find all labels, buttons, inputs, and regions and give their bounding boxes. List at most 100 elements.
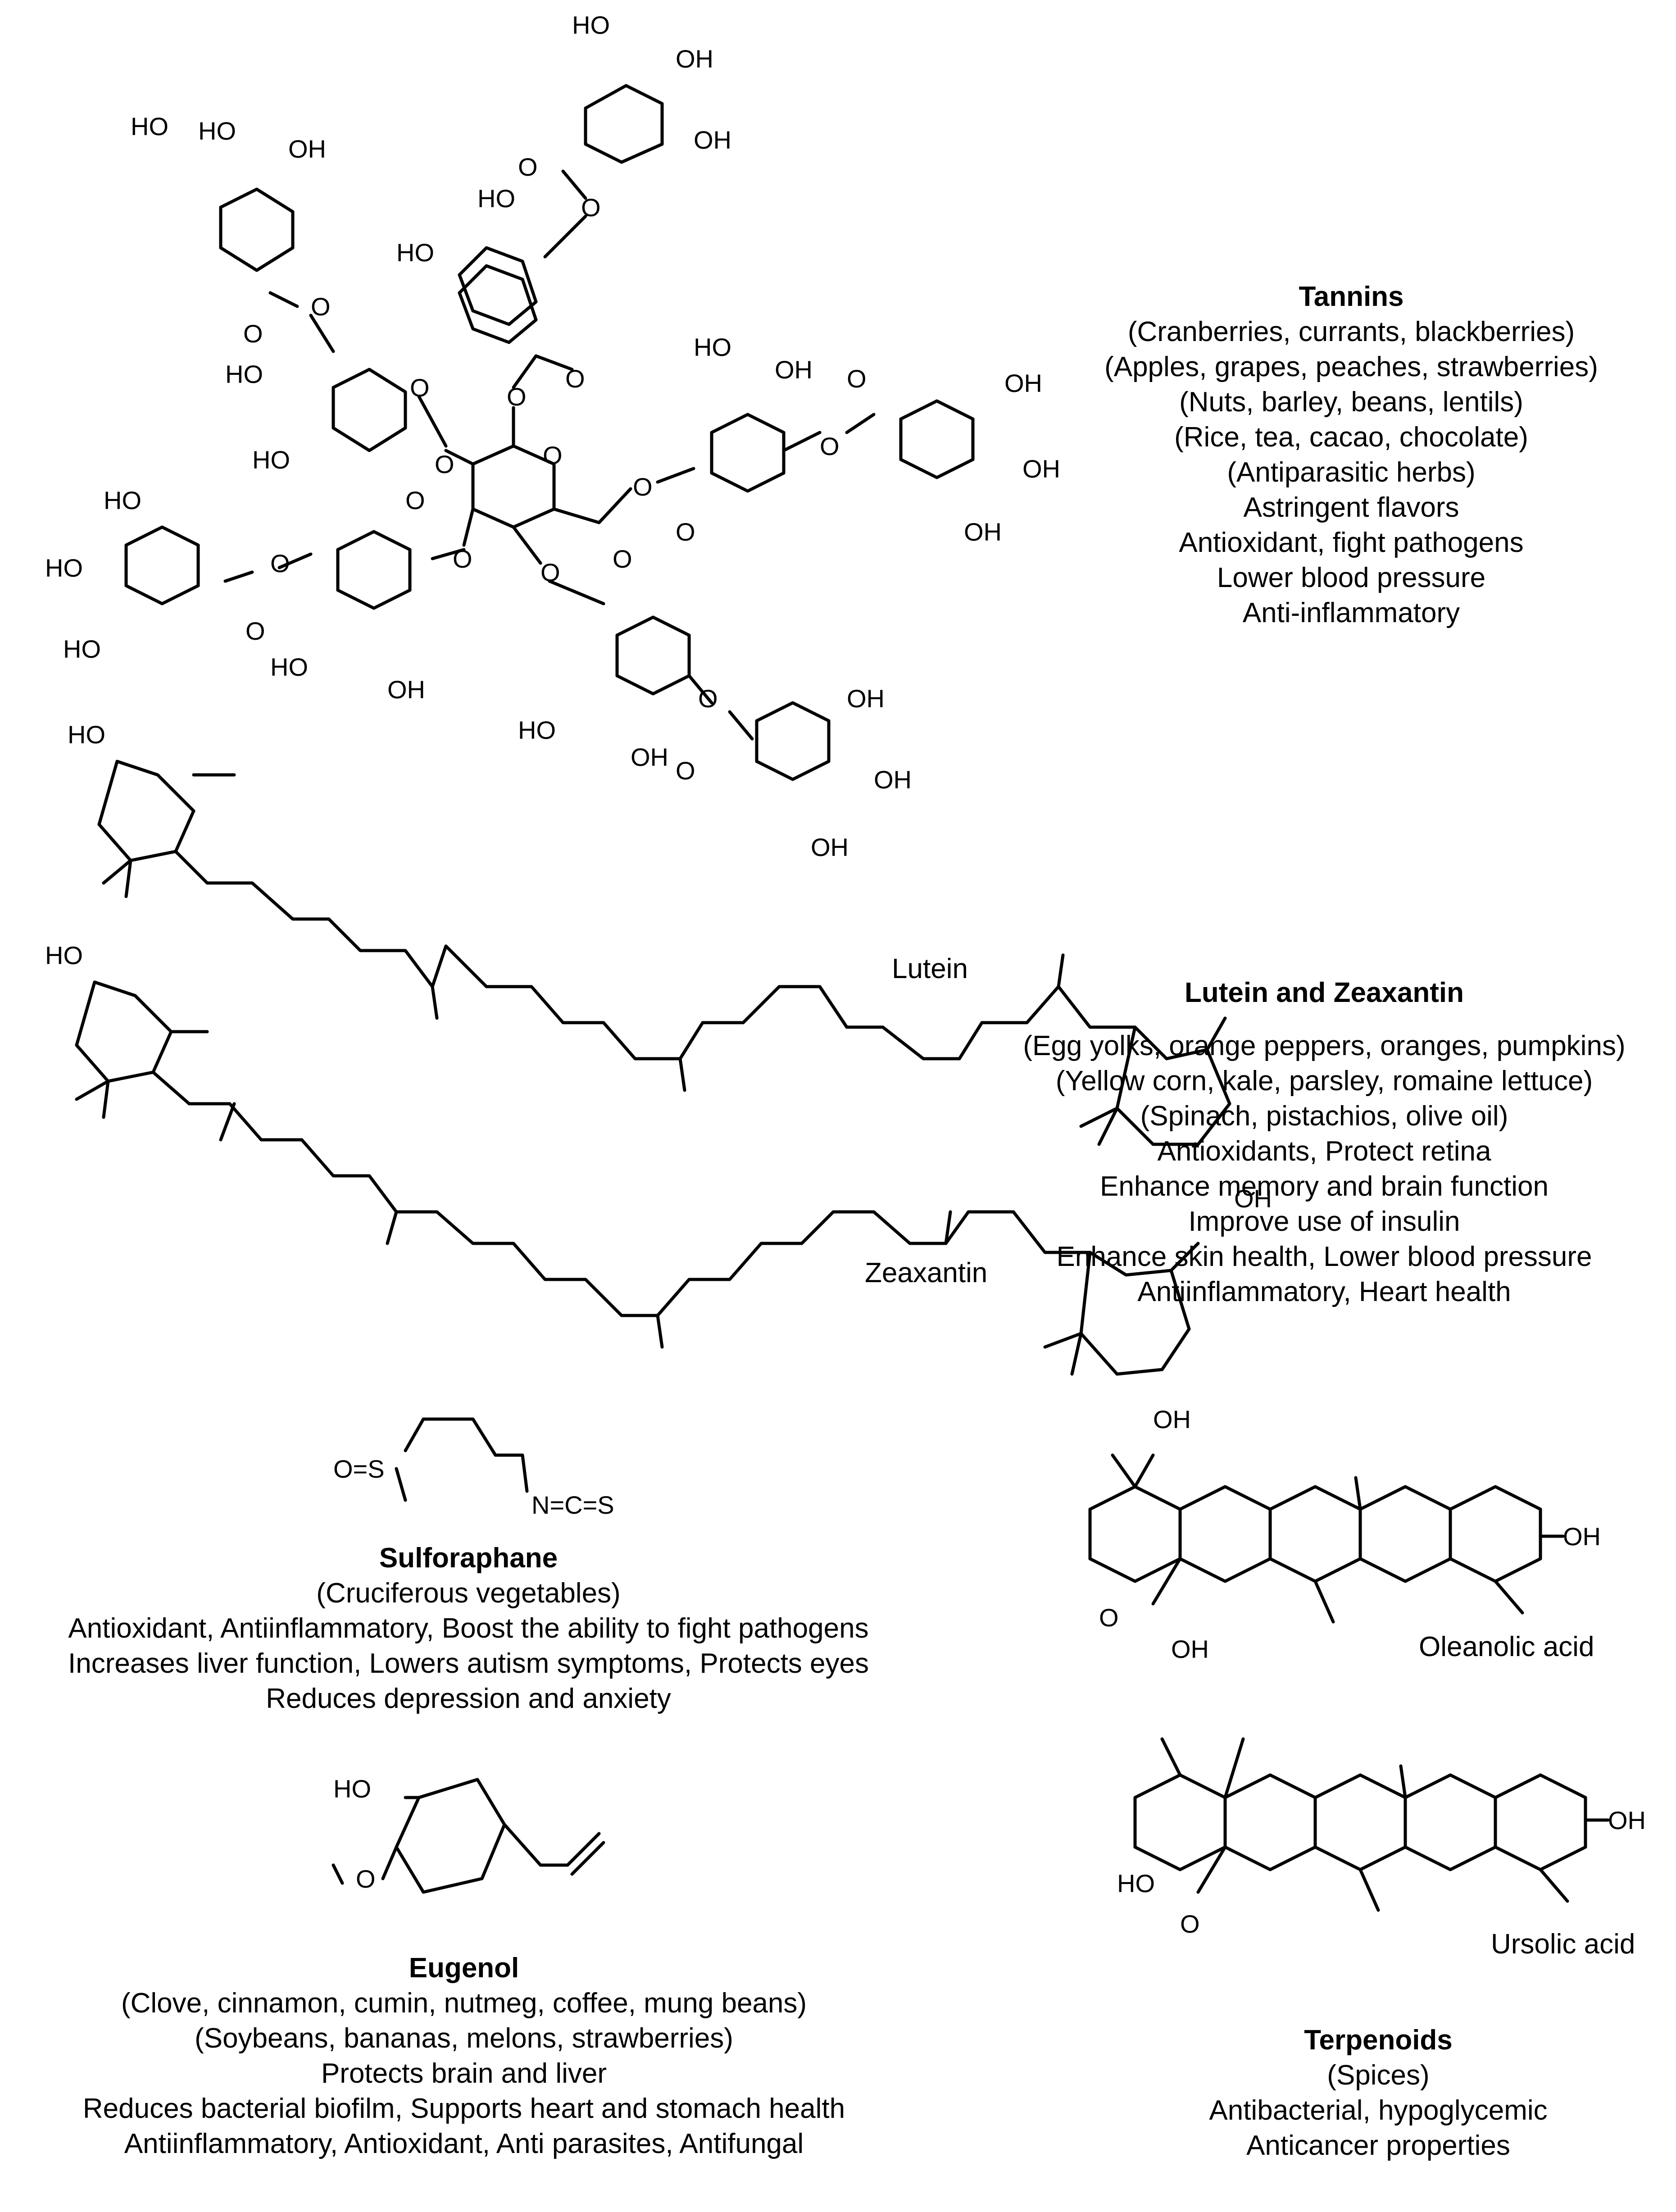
eugenol-structure: HO O bbox=[332, 1775, 605, 1894]
lutein-label: Lutein bbox=[892, 953, 968, 984]
eugenol-line: Reduces bacterial biofilm, Supports hear… bbox=[82, 2093, 845, 2124]
lutein-line: (Egg yolks, orange peppers, oranges, pum… bbox=[1023, 1030, 1626, 1061]
sulforaphane-info: Sulforaphane (Cruciferous vegetables) An… bbox=[9, 1541, 928, 1716]
lutein-zeaxantin-title: Lutein and Zeaxantin bbox=[1184, 977, 1464, 1008]
svg-text:HO: HO bbox=[45, 941, 83, 969]
oleanolic-acid-structure: O OH OH bbox=[1088, 1453, 1601, 1663]
oleanolic-acid-label: Oleanolic acid bbox=[1419, 1631, 1594, 1662]
lutein-line: Enhance memory and brain function bbox=[1099, 1171, 1549, 1202]
svg-text:O: O bbox=[820, 432, 840, 460]
lutein-line: Improve use of insulin bbox=[1188, 1206, 1460, 1237]
lutein-line: (Yellow corn, kale, parsley, romaine let… bbox=[1055, 1065, 1593, 1097]
svg-text:O: O bbox=[698, 684, 718, 713]
ursolic-acid-structure: HO O OH bbox=[1117, 1737, 1646, 1938]
tannins-line: Lower blood pressure bbox=[1217, 562, 1486, 593]
svg-text:HO: HO bbox=[270, 653, 308, 681]
svg-text:HO: HO bbox=[131, 112, 168, 141]
svg-text:O: O bbox=[507, 382, 527, 411]
eugenol-line: Protects brain and liver bbox=[321, 2058, 607, 2089]
sulforaphane-line: Reduces depression and anxiety bbox=[266, 1683, 671, 1714]
svg-text:O: O bbox=[405, 486, 425, 514]
svg-text:HO: HO bbox=[63, 635, 101, 663]
zeaxantin-label: Zeaxantin bbox=[865, 1257, 988, 1288]
svg-text:HO: HO bbox=[225, 360, 263, 388]
svg-text:OH: OH bbox=[1171, 1635, 1209, 1663]
svg-text:O: O bbox=[676, 518, 695, 546]
lutein-structure: HO OH bbox=[68, 720, 1272, 1213]
tannins-info: Tannins (Cranberries, currants, blackber… bbox=[1036, 279, 1667, 631]
svg-text:OH: OH bbox=[288, 135, 326, 163]
svg-text:OH: OH bbox=[874, 765, 912, 794]
eugenol-line: Antiinflammatory, Antioxidant, Anti para… bbox=[124, 2128, 804, 2159]
svg-text:N=C=S: N=C=S bbox=[531, 1491, 614, 1519]
svg-text:O: O bbox=[847, 364, 867, 393]
svg-text:OH: OH bbox=[1022, 455, 1060, 483]
svg-text:O: O bbox=[1180, 1910, 1200, 1938]
terpenoids-line: Anticancer properties bbox=[1246, 2130, 1510, 2161]
terpenoids-line: Antibacterial, hypoglycemic bbox=[1209, 2095, 1548, 2126]
svg-text:OH: OH bbox=[964, 518, 1002, 546]
svg-text:O: O bbox=[410, 373, 430, 402]
terpenoids-info: Terpenoids (Spices) Antibacterial, hypog… bbox=[1153, 2023, 1603, 2163]
svg-text:O: O bbox=[270, 549, 290, 578]
lutein-line: Antiinflammatory, Heart health bbox=[1137, 1276, 1511, 1307]
svg-text:O=S: O=S bbox=[333, 1455, 385, 1483]
svg-text:HO: HO bbox=[518, 716, 556, 744]
svg-text:OH: OH bbox=[631, 743, 668, 771]
tannins-line: Astringent flavors bbox=[1243, 492, 1459, 523]
svg-text:O: O bbox=[518, 153, 538, 181]
svg-text:OH: OH bbox=[1608, 1806, 1646, 1834]
svg-text:O: O bbox=[243, 319, 263, 348]
svg-text:HO: HO bbox=[396, 238, 434, 267]
eugenol-line: (Clove, cinnamon, cumin, nutmeg, coffee,… bbox=[121, 1988, 807, 2019]
svg-text:O: O bbox=[565, 364, 585, 393]
svg-text:O: O bbox=[435, 450, 454, 478]
svg-text:OH: OH bbox=[1153, 1405, 1191, 1434]
svg-text:OH: OH bbox=[847, 684, 885, 713]
svg-text:O: O bbox=[676, 756, 695, 785]
sulforaphane-line: Antioxidant, Antiinflammatory, Boost the… bbox=[68, 1613, 869, 1644]
svg-text:OH: OH bbox=[1234, 1184, 1272, 1213]
svg-text:HO: HO bbox=[333, 1775, 371, 1803]
tannins-line: Antioxidant, fight pathogens bbox=[1179, 527, 1524, 558]
lutein-zeaxantin-info: Lutein and Zeaxantin (Egg yolks, orange … bbox=[982, 975, 1667, 1310]
eugenol-title: Eugenol bbox=[409, 1953, 519, 1984]
sulforaphane-line: (Cruciferous vegetables) bbox=[316, 1578, 621, 1609]
svg-text:O: O bbox=[245, 617, 265, 645]
svg-text:HO: HO bbox=[198, 117, 236, 145]
svg-text:HO: HO bbox=[252, 446, 290, 474]
svg-text:OH: OH bbox=[775, 355, 813, 384]
svg-text:OH: OH bbox=[1563, 1522, 1601, 1551]
eugenol-info: Eugenol (Clove, cinnamon, cumin, nutmeg,… bbox=[36, 1951, 892, 2162]
lutein-line: Enhance skin health, Lower blood pressur… bbox=[1056, 1241, 1592, 1272]
svg-text:HO: HO bbox=[477, 184, 515, 213]
ursolic-acid-label: Ursolic acid bbox=[1491, 1929, 1635, 1960]
lutein-line: (Spinach, pistachios, olive oil) bbox=[1140, 1101, 1508, 1132]
svg-text:HO: HO bbox=[104, 486, 141, 514]
svg-text:O: O bbox=[613, 545, 632, 573]
tannins-line: (Rice, tea, cacao, chocolate) bbox=[1174, 422, 1528, 453]
svg-text:O: O bbox=[633, 473, 653, 501]
svg-text:OH: OH bbox=[1004, 369, 1042, 397]
terpenoids-line: (Spices) bbox=[1327, 2060, 1430, 2091]
svg-text:O: O bbox=[1099, 1603, 1119, 1632]
sulforaphane-line: Increases liver function, Lowers autism … bbox=[68, 1648, 869, 1679]
svg-text:O: O bbox=[356, 1865, 376, 1893]
lutein-line: Antioxidants, Protect retina bbox=[1157, 1136, 1491, 1167]
svg-text:O: O bbox=[543, 441, 563, 469]
tannin-structure: O O O O O O O HO HO O O HO OH OH O HO HO bbox=[45, 11, 1060, 861]
tannins-line: (Nuts, barley, beans, lentils) bbox=[1179, 387, 1523, 418]
svg-text:HO: HO bbox=[68, 720, 105, 749]
eugenol-line: (Soybeans, bananas, melons, strawberries… bbox=[195, 2023, 733, 2054]
tannins-line: Anti-inflammatory bbox=[1242, 597, 1460, 628]
svg-text:O: O bbox=[311, 292, 331, 321]
sulforaphane-structure: O=S N=C=S bbox=[333, 1417, 614, 1519]
svg-text:HO: HO bbox=[45, 554, 83, 582]
tannins-line: (Cranberries, currants, blackberries) bbox=[1127, 316, 1575, 347]
svg-text:OH: OH bbox=[811, 833, 849, 861]
terpenoids-title: Terpenoids bbox=[1304, 2025, 1453, 2056]
svg-text:HO: HO bbox=[572, 11, 610, 39]
tannins-title: Tannins bbox=[1299, 281, 1404, 312]
svg-text:HO: HO bbox=[694, 333, 731, 361]
